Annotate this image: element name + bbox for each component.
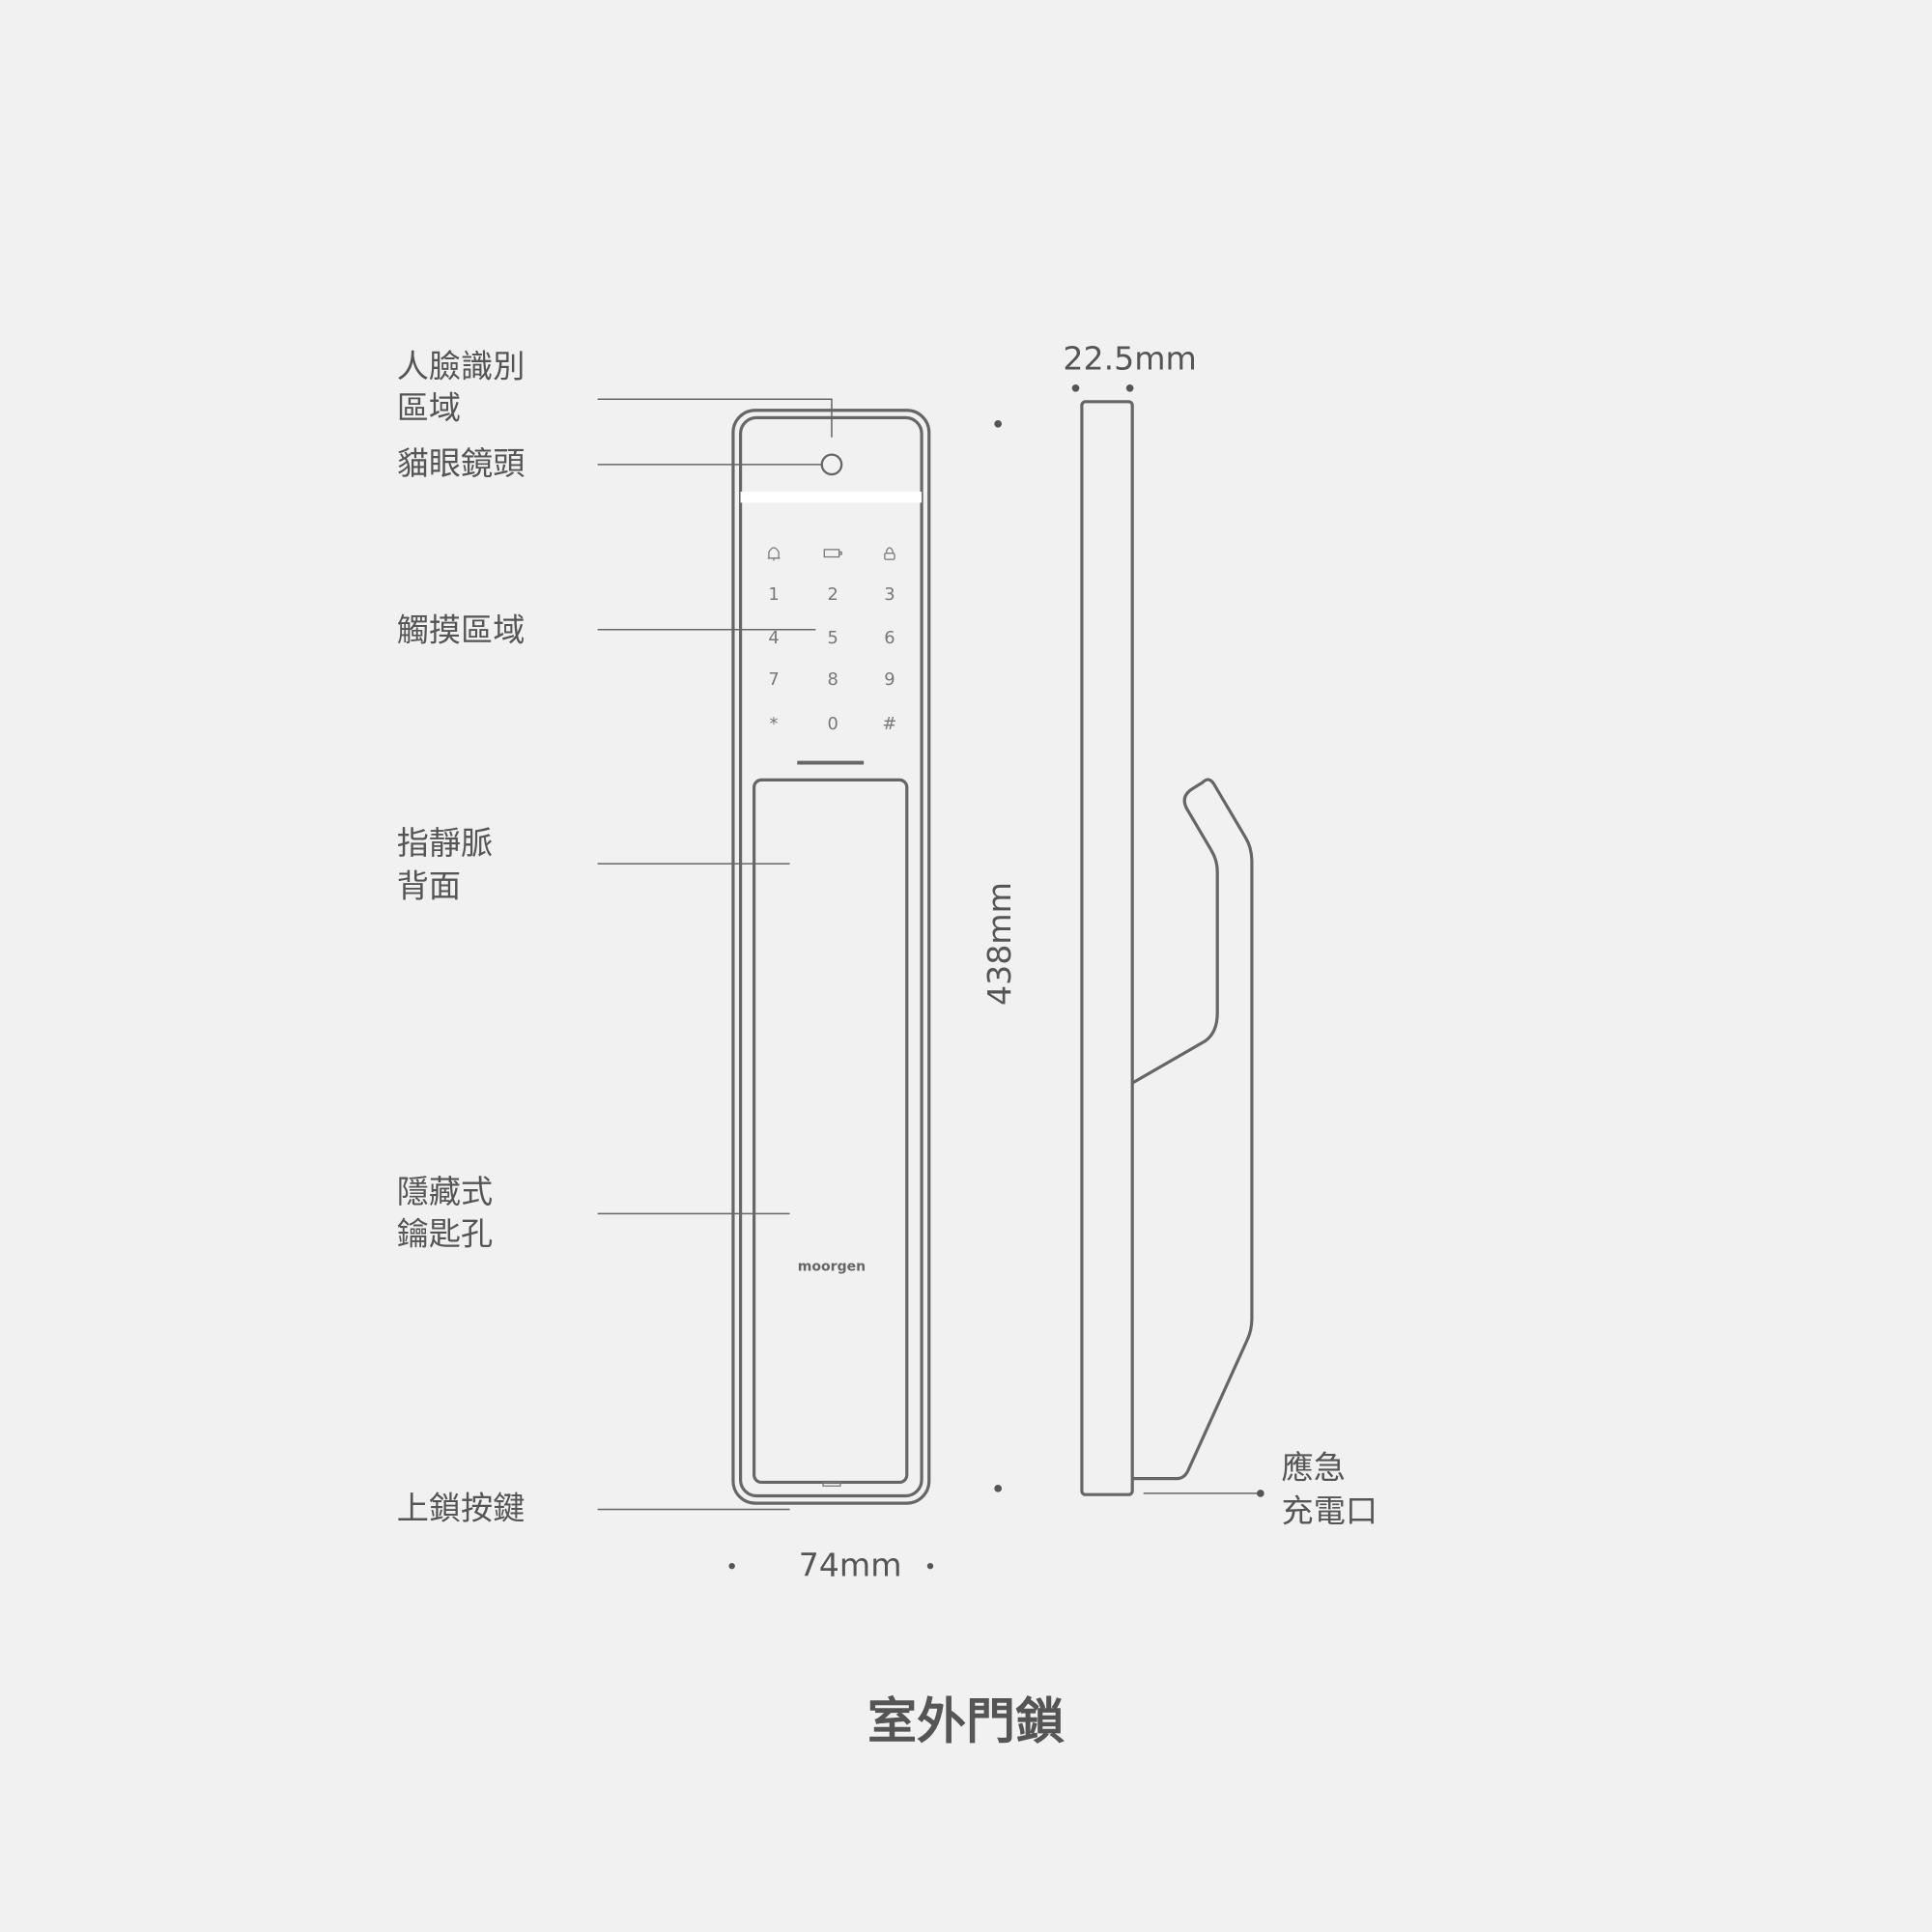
label-keyhole-2: 鑰匙孔: [396, 1215, 494, 1254]
label-lock-button: 上鎖按鍵: [396, 1491, 526, 1528]
brand-logo: moorgen: [797, 1258, 867, 1275]
key-hash: #: [882, 714, 897, 735]
label-face-1: 人臉識別: [396, 348, 526, 386]
key-7: 7: [768, 669, 780, 691]
width-dimension: 74mm: [798, 1548, 902, 1585]
camera-lens: [820, 453, 843, 476]
key-1: 1: [768, 584, 780, 606]
front-inner-frame: [738, 415, 923, 1498]
key-0: 0: [827, 714, 838, 735]
leader-face: [597, 398, 833, 438]
label-vein-1: 指靜脈: [396, 825, 494, 863]
key-2: 2: [827, 584, 838, 606]
battery-icon: [823, 549, 842, 558]
key-5: 5: [827, 628, 838, 648]
side-body: [1080, 400, 1134, 1496]
key-star: *: [769, 714, 779, 735]
side-handle: [1131, 778, 1254, 1481]
key-9: 9: [884, 669, 895, 691]
key-4: 4: [768, 628, 780, 648]
dimension-dots: [728, 384, 1264, 1570]
depth-dimension: 22.5mm: [1063, 341, 1197, 379]
key-6: 6: [884, 628, 895, 648]
label-vein-2: 背面: [396, 868, 462, 906]
label-touch: 觸摸區域: [396, 611, 526, 650]
label-keyhole-1: 隱藏式: [396, 1174, 494, 1211]
key-8: 8: [827, 669, 838, 691]
label-charging-2: 充電口: [1281, 1492, 1378, 1531]
height-dimension: 438mm: [981, 882, 1019, 1006]
label-peephole: 貓眼鏡頭: [396, 445, 526, 483]
label-face-2: 區域: [396, 390, 462, 428]
key-3: 3: [884, 584, 895, 606]
page-title: 室外門鎖: [867, 1693, 1065, 1751]
finger-vein-panel: [753, 778, 909, 1485]
lock-icon: [884, 547, 895, 560]
light-band: [740, 491, 923, 503]
label-charging-1: 應急: [1281, 1450, 1346, 1488]
bell-icon: [767, 547, 781, 561]
front-outer-frame: [731, 409, 931, 1505]
